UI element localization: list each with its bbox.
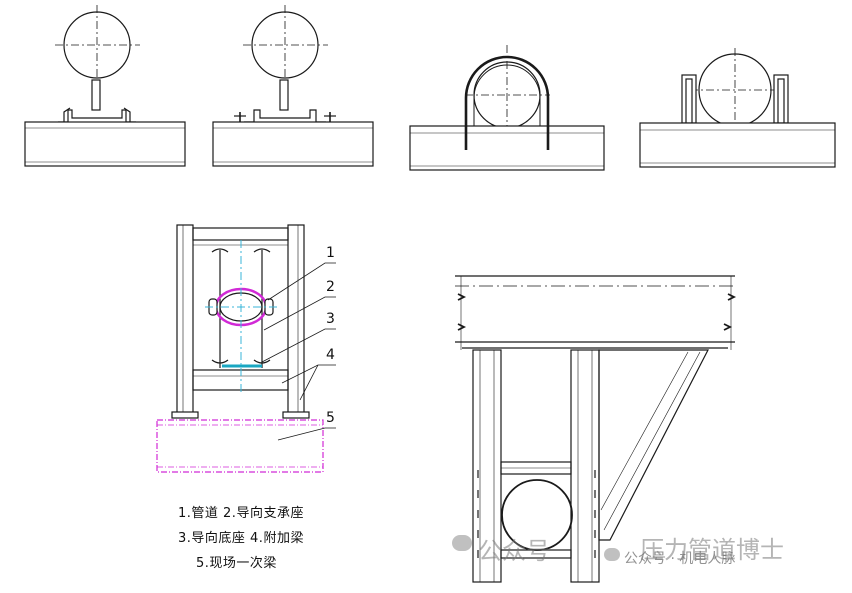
legend-line-3: 5.现场一次梁 [196,556,277,571]
watermark-sub: 公众号 · 机电人脉 [624,551,736,567]
support-type-1 [24,5,186,167]
support-type-4 [639,48,836,168]
callout-3: 3 [326,311,335,327]
legend-line-1: 1.管道 2.导向支承座 [178,506,304,521]
cantilever-bracket [455,275,737,583]
callout-5: 5 [326,410,335,426]
callout-2: 2 [326,279,335,295]
support-type-2 [212,5,374,167]
support-elevation [156,224,336,473]
legend-line-2: 3.导向底座 4.附加梁 [178,531,304,546]
watermark-left: 公众号 [478,537,550,565]
watermark-title: 压力管道博士 [640,536,784,564]
wechat-icon-2 [604,548,620,561]
wechat-icon [452,535,472,551]
callout-4: 4 [326,347,335,363]
support-type-3 [409,45,605,171]
callout-1: 1 [326,245,335,261]
